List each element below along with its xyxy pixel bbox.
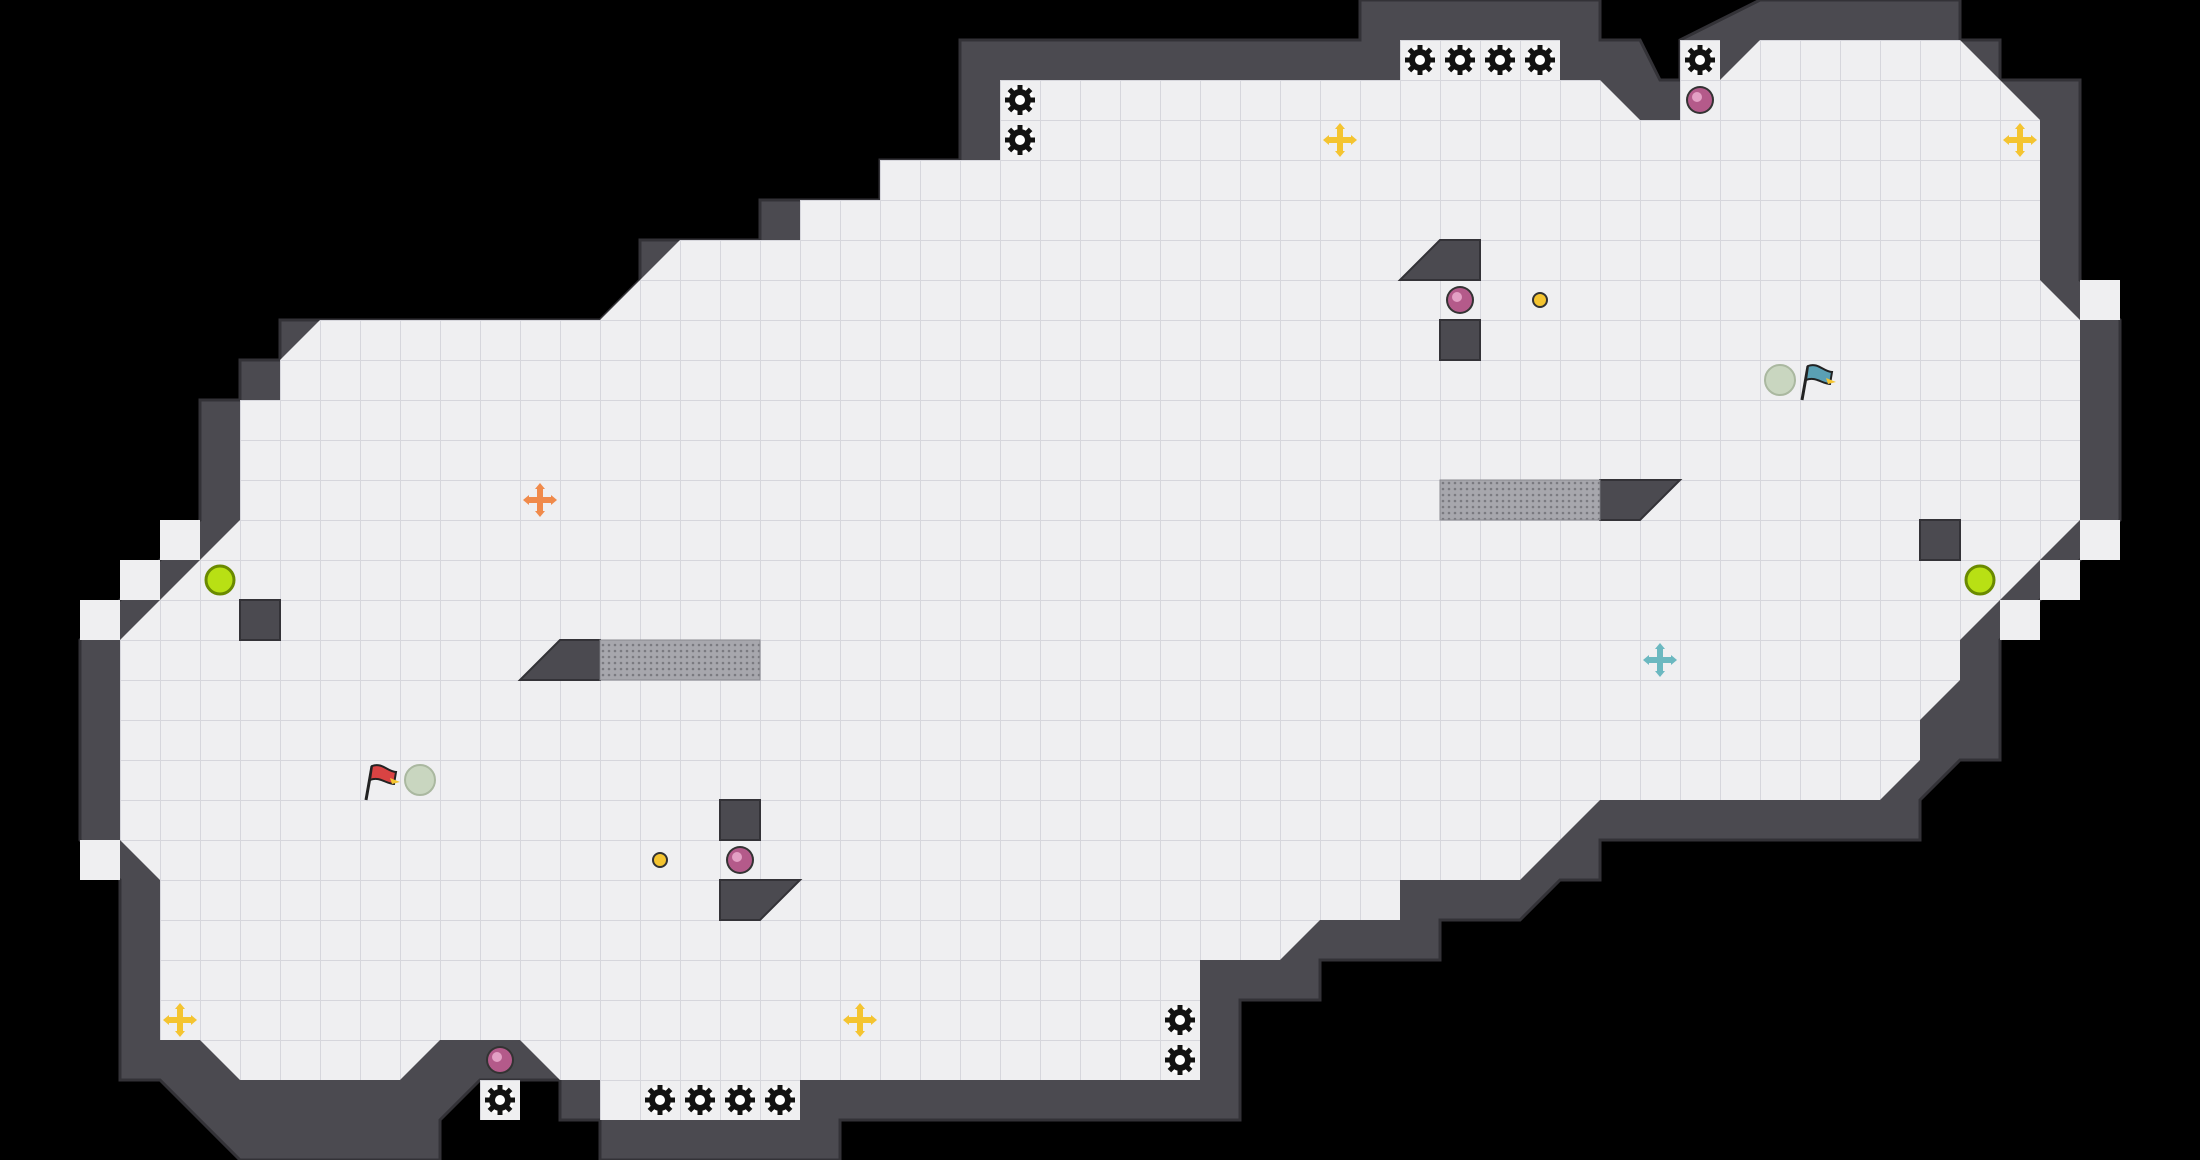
speed-pads [204, 564, 1996, 596]
wall-block [239, 599, 281, 641]
bomb-icon [1686, 86, 1714, 114]
saw-blade-icon [1165, 1045, 1195, 1075]
grate-floor [1439, 479, 1601, 521]
saw-blade-icon [485, 1085, 515, 1115]
interior-walls [239, 239, 1961, 921]
spawn-rings [404, 364, 1796, 796]
wall-block [1439, 319, 1481, 361]
wall-ramp [719, 879, 803, 921]
saw-blade-icon [765, 1085, 795, 1115]
coin-icon [1532, 292, 1548, 308]
coins [652, 292, 1548, 868]
flag-red-icon[interactable] [364, 764, 400, 801]
speed-pad-icon [1964, 564, 1996, 596]
bomb-icon [726, 846, 754, 874]
saw-blade-icon [645, 1085, 675, 1115]
saw-blade-icon [1405, 45, 1435, 75]
saw-blade-icon [725, 1085, 755, 1115]
bomb-icon [486, 1046, 514, 1074]
saw-blade-icon [685, 1085, 715, 1115]
flag-blue-icon[interactable] [1800, 364, 1836, 401]
saw-blade-icon [1445, 45, 1475, 75]
arena-floor [120, 40, 2080, 1120]
bomb-icon [1446, 286, 1474, 314]
wall-ramp [1397, 239, 1481, 281]
saw-blade-icon [1525, 45, 1555, 75]
wall-block [719, 799, 761, 841]
coin-icon [652, 852, 668, 868]
saw-blade-icon [1685, 45, 1715, 75]
saw-blade-icon [1005, 85, 1035, 115]
saw-blade-icon [1005, 125, 1035, 155]
grate-floor [599, 639, 761, 681]
spawn-ring-icon [1764, 364, 1796, 396]
speed-pad-icon [204, 564, 236, 596]
saw-blade-icon [1165, 1005, 1195, 1035]
wall-block [1919, 519, 1961, 561]
spawn-ring-icon [404, 764, 436, 796]
saw-blade-icon [1485, 45, 1515, 75]
